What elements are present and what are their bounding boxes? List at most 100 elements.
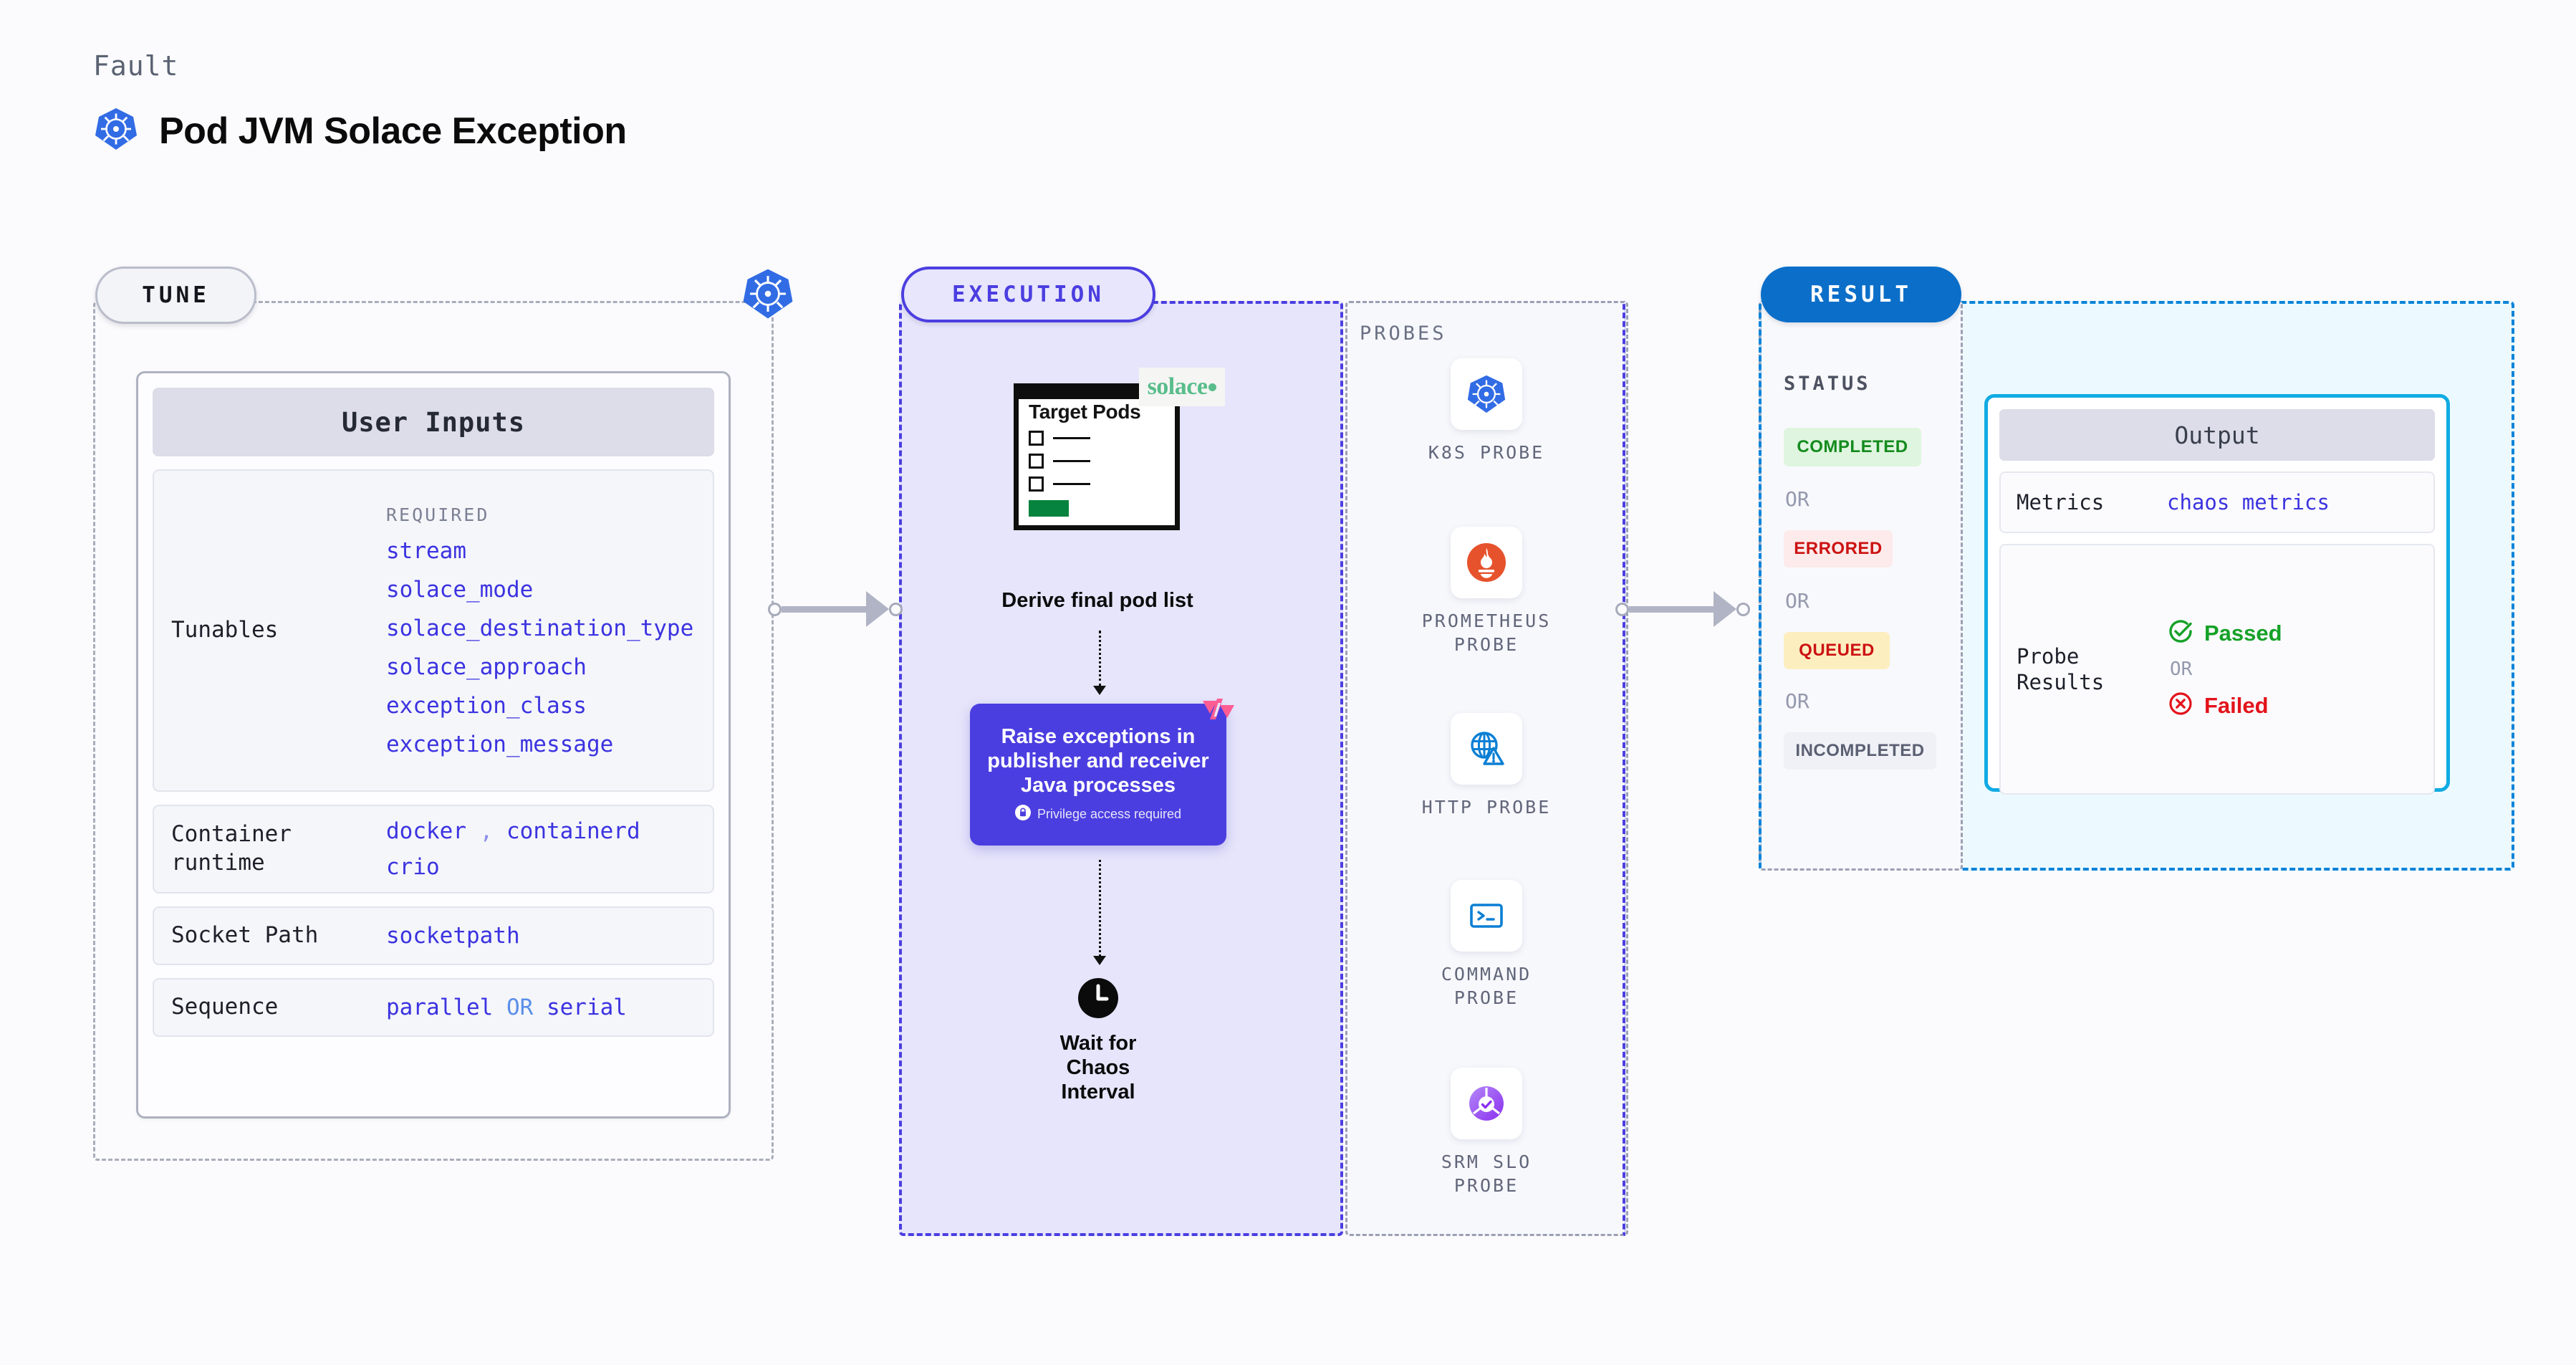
tunable-solace-mode[interactable]: solace_mode: [386, 576, 534, 603]
clock-icon: [1077, 977, 1120, 1023]
pods-card-title: Target Pods: [1029, 401, 1141, 423]
action-card-text: Raise exceptions in publisher and receiv…: [987, 725, 1209, 797]
flow-arrow-down: [1093, 631, 1106, 695]
pods-progress-bar: [1029, 499, 1069, 517]
probe-command[interactable]: COMMAND PROBE: [1404, 880, 1569, 1010]
pods-list-item: [1029, 453, 1165, 469]
probe-results-label: Probe Results: [2017, 643, 2105, 694]
metrics-value[interactable]: chaos metrics: [2167, 490, 2330, 514]
probe-srm-slo-label: SRM SLO PROBE: [1441, 1151, 1532, 1196]
status-title: STATUS: [1784, 373, 1871, 395]
tunables-label: Tunables: [171, 617, 279, 643]
probe-result-passed: Passed: [2167, 618, 2282, 648]
checkbox-icon: [1029, 476, 1044, 492]
probe-result-failed: Failed: [2167, 690, 2282, 721]
status-badge-completed: COMPLETED: [1784, 428, 1921, 466]
action-card[interactable]: Raise exceptions in publisher and receiv…: [970, 699, 1234, 846]
page-title: Pod JVM Solace Exception: [159, 110, 627, 152]
connector-shaft: [1629, 605, 1715, 613]
kubernetes-icon: [741, 267, 795, 321]
probe-k8s[interactable]: K8S PROBE: [1404, 358, 1569, 465]
output-title: Output: [1999, 409, 2435, 461]
sequence-joiner: OR: [506, 995, 534, 1020]
required-header: REQUIRED: [386, 504, 490, 525]
connector-arrowhead: [1714, 591, 1736, 627]
status-or-1: OR: [1785, 487, 1810, 511]
metrics-row: Metrics chaos metrics: [1999, 471, 2435, 533]
tunable-exception-class[interactable]: exception_class: [386, 692, 587, 719]
tunable-solace-approach[interactable]: solace_approach: [386, 653, 587, 680]
kubernetes-icon: [93, 106, 139, 155]
execution-pill: EXECUTION: [901, 267, 1155, 322]
status-or-2: OR: [1785, 589, 1810, 613]
connector-dot-end: [1736, 602, 1750, 616]
privilege-note-text: Privilege access required: [1037, 806, 1182, 821]
line-placeholder: [1053, 436, 1090, 439]
line-placeholder: [1053, 459, 1090, 462]
solace-wordmark: solace: [1147, 373, 1208, 400]
probe-http[interactable]: HTTP PROBE: [1404, 713, 1569, 820]
output-card: Output Metrics chaos metrics Probe Resul…: [1984, 394, 2450, 795]
socket-path-value[interactable]: socketpath: [386, 923, 520, 949]
target-pods-card: Target Pods: [1014, 383, 1180, 530]
result-panel-left-border: [1759, 301, 1764, 871]
x-circle-icon: [2167, 690, 2194, 721]
page-header: Fault Pod JVM Solace Exception: [93, 50, 627, 155]
sequence-parallel[interactable]: parallel: [386, 995, 494, 1020]
sequence-values: parallel OR serial: [386, 995, 627, 1020]
checkbox-icon: [1029, 430, 1044, 446]
connector-dot-end: [889, 602, 903, 616]
probe-results-or: OR: [2170, 658, 2193, 680]
pods-card-body: Target Pods: [1019, 388, 1175, 517]
container-runtime-label: Container runtime: [171, 821, 292, 876]
prometheus-icon: [1451, 527, 1522, 598]
connector-arrowhead: [866, 591, 889, 627]
sequence-serial[interactable]: serial: [546, 995, 627, 1020]
connector-execution-result: [1615, 591, 1750, 627]
pods-card-topbar: [1014, 383, 1180, 399]
runtime-docker[interactable]: docker: [386, 818, 466, 844]
probe-prometheus-label: PROMETHEUS PROBE: [1421, 610, 1552, 655]
socket-path-row: Socket Path socketpath: [153, 906, 714, 965]
probe-srm-slo[interactable]: SRM SLO PROBE: [1404, 1068, 1569, 1197]
pods-list-item: [1029, 476, 1165, 492]
probe-k8s-label: K8S PROBE: [1428, 442, 1545, 463]
probe-results-values: Passed OR Failed: [2167, 618, 2282, 721]
status-badge-incompleted: INCOMPLETED: [1784, 732, 1936, 770]
check-circle-icon: [2167, 618, 2194, 648]
tunable-stream[interactable]: stream: [386, 537, 466, 564]
wait-chaos-block: Wait for Chaos Interval: [1039, 977, 1158, 1105]
title-row: Pod JVM Solace Exception: [93, 106, 627, 155]
probe-prometheus[interactable]: PROMETHEUS PROBE: [1404, 527, 1569, 656]
runtime-separator: ,: [479, 818, 494, 844]
privilege-note-row: Privilege access required: [1014, 804, 1182, 824]
failed-label: Failed: [2204, 692, 2269, 718]
probe-command-label: COMMAND PROBE: [1441, 964, 1532, 1008]
socket-path-label: Socket Path: [171, 922, 319, 949]
result-status-column: [1759, 301, 1963, 871]
probe-results-row: Probe Results Passed OR: [1999, 544, 2435, 795]
runtime-containerd[interactable]: containerd: [506, 818, 640, 844]
globe-warning-icon: [1451, 713, 1522, 785]
pods-list-item: [1029, 430, 1165, 446]
terminal-icon: [1451, 880, 1522, 952]
status-badge-errored: ERRORED: [1784, 530, 1893, 567]
user-inputs-card: User Inputs Tunables REQUIRED stream sol…: [136, 371, 731, 1119]
connector-dot-start: [1615, 602, 1629, 616]
solace-logo: solace: [1139, 368, 1225, 406]
tunable-solace-destination-type[interactable]: solace_destination_type: [386, 615, 694, 641]
connector-tune-execution: [768, 591, 903, 627]
wait-chaos-label: Wait for Chaos Interval: [1059, 1032, 1137, 1103]
connector-dot-start: [768, 602, 782, 616]
result-pill: RESULT: [1761, 267, 1961, 322]
kubernetes-icon: [1451, 358, 1522, 430]
metrics-label: Metrics: [2017, 489, 2105, 514]
sequence-row: Sequence parallel OR serial: [153, 978, 714, 1037]
runtime-crio[interactable]: crio: [386, 854, 440, 880]
srm-slo-icon: [1451, 1068, 1522, 1139]
tunables-values: REQUIRED stream solace_mode solace_desti…: [386, 504, 693, 757]
solace-dot-icon: [1208, 383, 1217, 391]
checkbox-icon: [1029, 453, 1044, 469]
tunable-exception-message[interactable]: exception_message: [386, 731, 614, 757]
user-inputs-title: User Inputs: [153, 388, 714, 456]
